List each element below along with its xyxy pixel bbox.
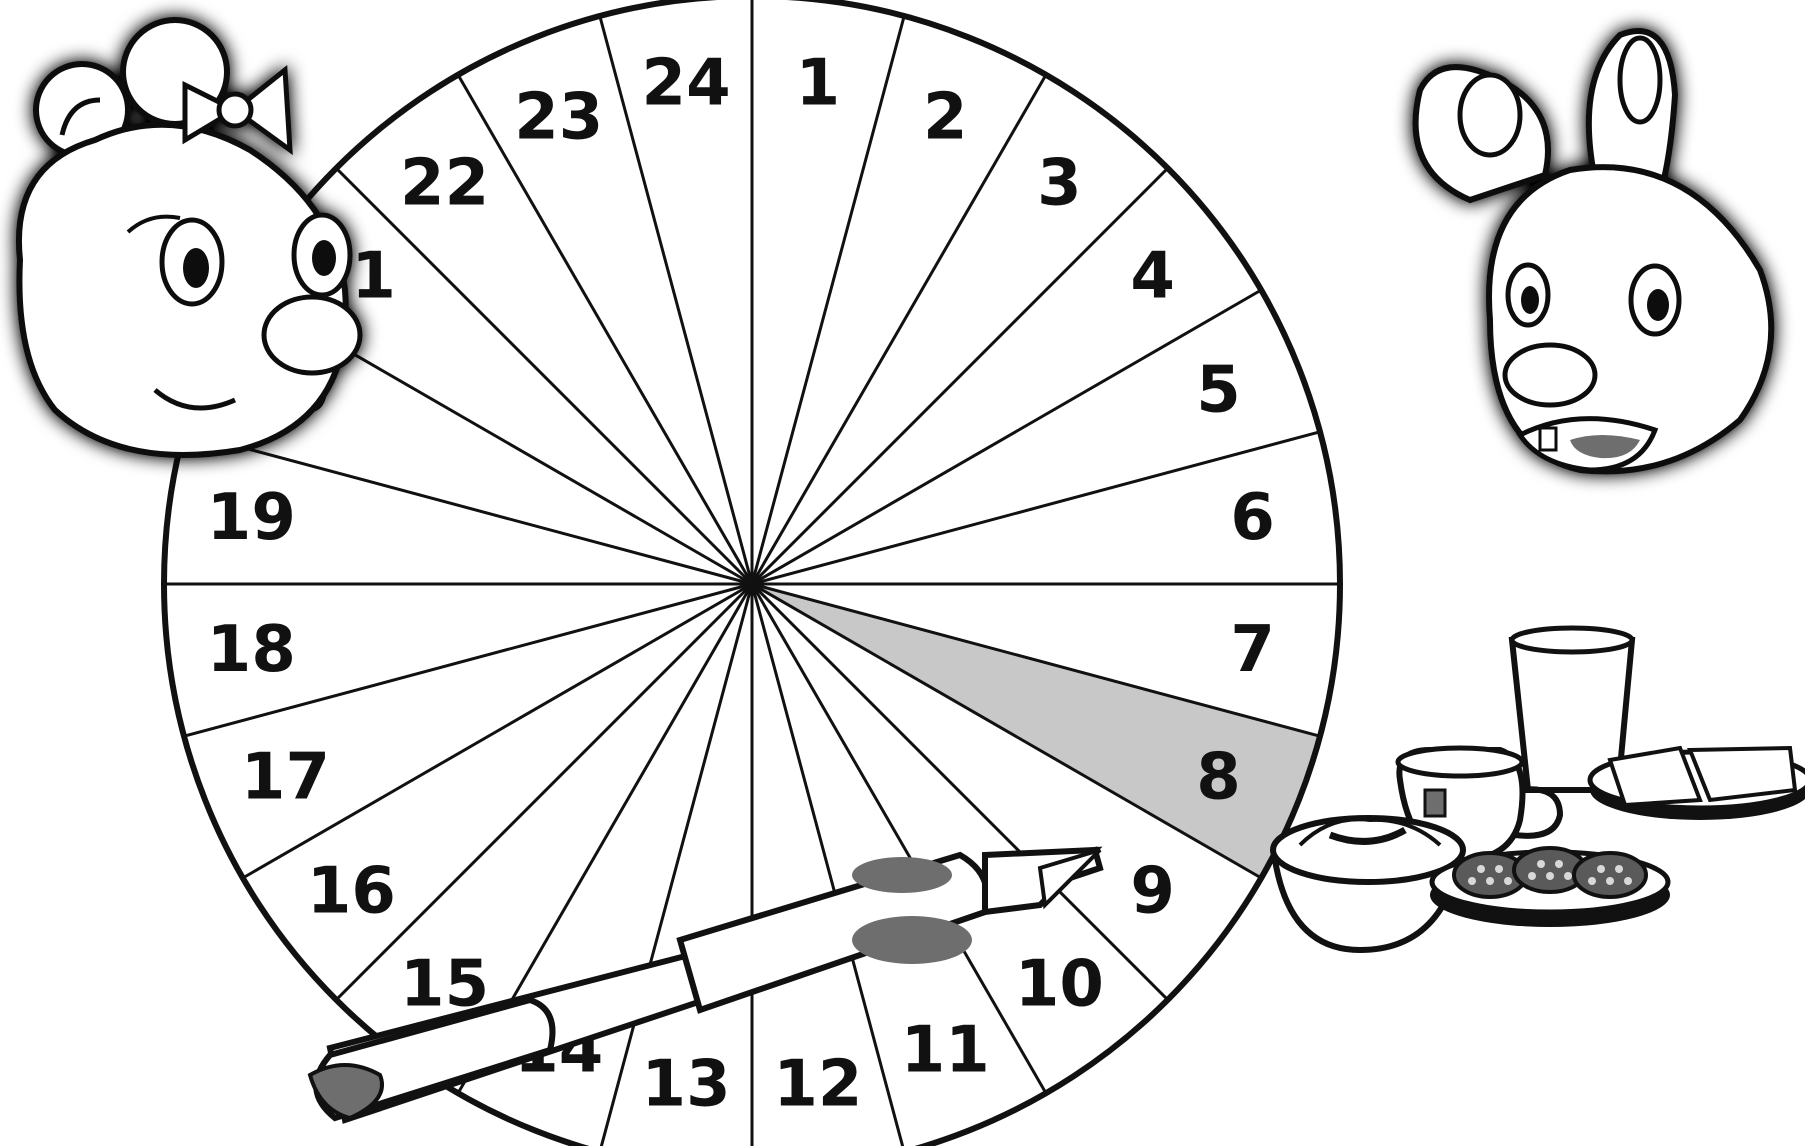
hour-label-13[interactable]: 13 <box>642 1048 731 1122</box>
cookie <box>1574 853 1646 897</box>
hour-label-6[interactable]: 6 <box>1230 481 1275 555</box>
hour-label-23[interactable]: 23 <box>514 80 603 154</box>
hour-label-22[interactable]: 22 <box>400 146 489 220</box>
hour-label-24[interactable]: 24 <box>642 46 731 120</box>
hour-label-19[interactable]: 19 <box>207 481 296 555</box>
bear-face-icon <box>19 20 360 455</box>
cookies <box>1454 848 1646 897</box>
hour-label-18[interactable]: 18 <box>207 613 296 687</box>
hour-label-10[interactable]: 10 <box>1015 948 1104 1022</box>
breakfast-icon <box>1273 628 1805 950</box>
hour-label-17[interactable]: 17 <box>241 740 330 814</box>
hour-label-12[interactable]: 12 <box>773 1048 862 1122</box>
hour-label-1[interactable]: 1 <box>796 46 841 120</box>
hour-label-7[interactable]: 7 <box>1230 613 1275 687</box>
hour-label-11[interactable]: 11 <box>901 1014 990 1088</box>
hour-label-2[interactable]: 2 <box>923 80 968 154</box>
hour-label-8[interactable]: 8 <box>1196 740 1241 814</box>
hour-label-9[interactable]: 9 <box>1130 854 1175 928</box>
hour-label-5[interactable]: 5 <box>1196 354 1241 428</box>
hour-label-4[interactable]: 4 <box>1130 240 1175 314</box>
hour-label-16[interactable]: 16 <box>307 854 396 928</box>
hour-label-3[interactable]: 3 <box>1037 146 1082 220</box>
bunny-face-icon <box>1416 31 1772 471</box>
